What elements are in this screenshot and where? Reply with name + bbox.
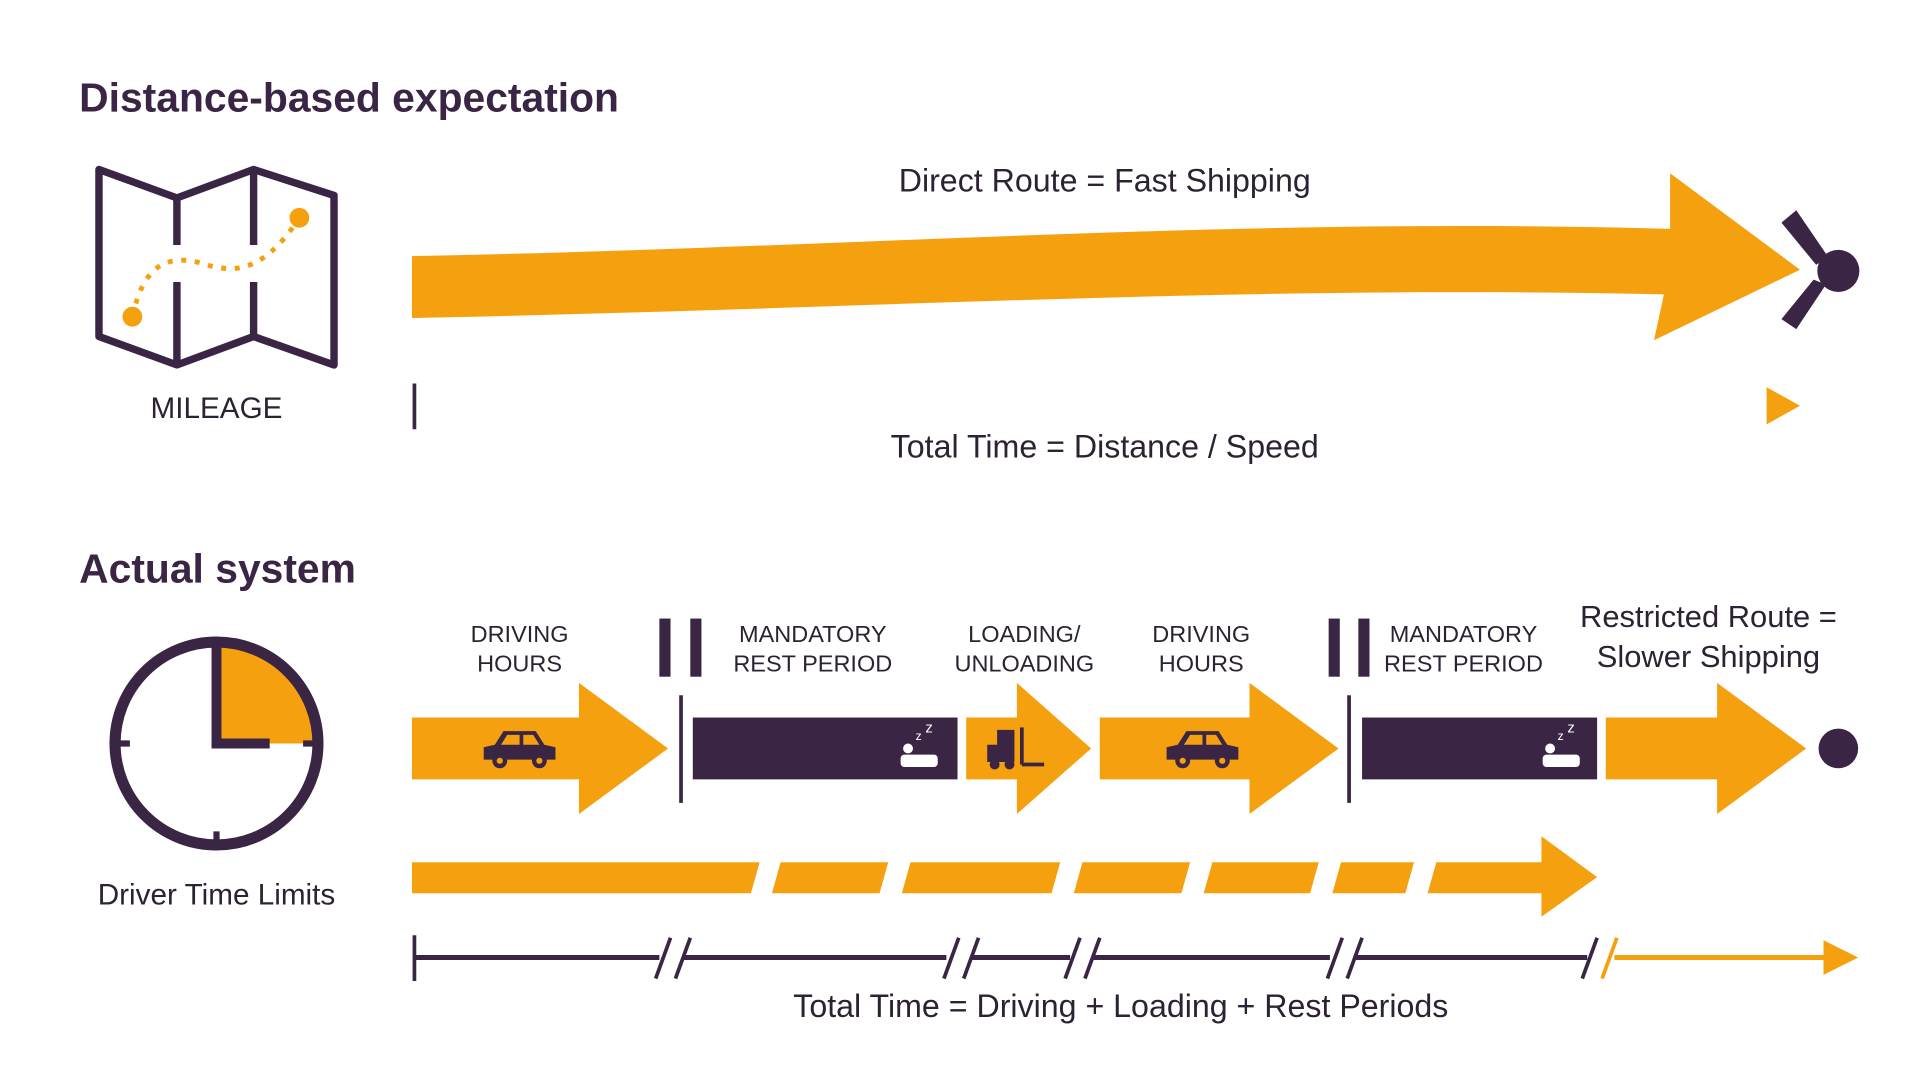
direct-route-arrow [411, 173, 1801, 341]
section-title-expectation: Distance-based expectation [79, 74, 619, 120]
svg-text:z: z [1558, 729, 1564, 743]
restricted-route-arrow [1605, 682, 1807, 815]
destination-pin-icon [1781, 210, 1860, 330]
distance-formula: Total Time = Distance / Speed [891, 429, 1319, 465]
destination-dot [1818, 728, 1859, 769]
mileage-label: MILEAGE [150, 392, 282, 425]
segment-label: REST PERIOD [733, 651, 892, 677]
car-icon [483, 731, 556, 769]
segment-label: DRIVING [471, 621, 569, 647]
time-axis-top [412, 383, 1800, 430]
pause-icon [659, 618, 702, 677]
pause-icon [1328, 618, 1370, 677]
rest-period-bar [692, 717, 958, 780]
svg-text:z: z [925, 720, 932, 736]
segment-label: HOURS [477, 651, 562, 677]
rest-period-bar [1362, 717, 1598, 780]
driver-time-limits-label: Driver Time Limits [98, 878, 336, 911]
segment-label: MANDATORY [1390, 621, 1538, 647]
segment-labels: DRIVING HOURS MANDATORY REST PERIOD LOAD… [471, 599, 1837, 677]
actual-formula: Total Time = Driving + Loading + Rest Pe… [793, 988, 1448, 1024]
clock-icon [109, 636, 324, 851]
map-icon [95, 165, 338, 369]
section-title-actual: Actual system [79, 546, 356, 592]
segment-label: REST PERIOD [1384, 651, 1543, 677]
forklift-icon [987, 727, 1045, 770]
segment-label: DRIVING [1152, 621, 1250, 647]
restricted-route-label: Restricted Route = [1580, 599, 1837, 634]
fragmented-progress-arrow [411, 836, 1598, 917]
divider [1347, 695, 1351, 803]
time-axis-bottom [412, 935, 1859, 982]
svg-text:z: z [915, 729, 921, 743]
segment-label: UNLOADING [954, 651, 1094, 677]
segment-label: MANDATORY [739, 621, 887, 647]
loading-arrow [966, 682, 1092, 815]
segment-label: HOURS [1159, 651, 1244, 677]
divider [679, 695, 683, 803]
svg-text:z: z [1567, 720, 1574, 736]
car-icon [1166, 731, 1239, 769]
segment-label: LOADING/ [968, 621, 1081, 647]
restricted-route-label: Slower Shipping [1597, 639, 1820, 674]
direct-route-label: Direct Route = Fast Shipping [899, 163, 1311, 199]
